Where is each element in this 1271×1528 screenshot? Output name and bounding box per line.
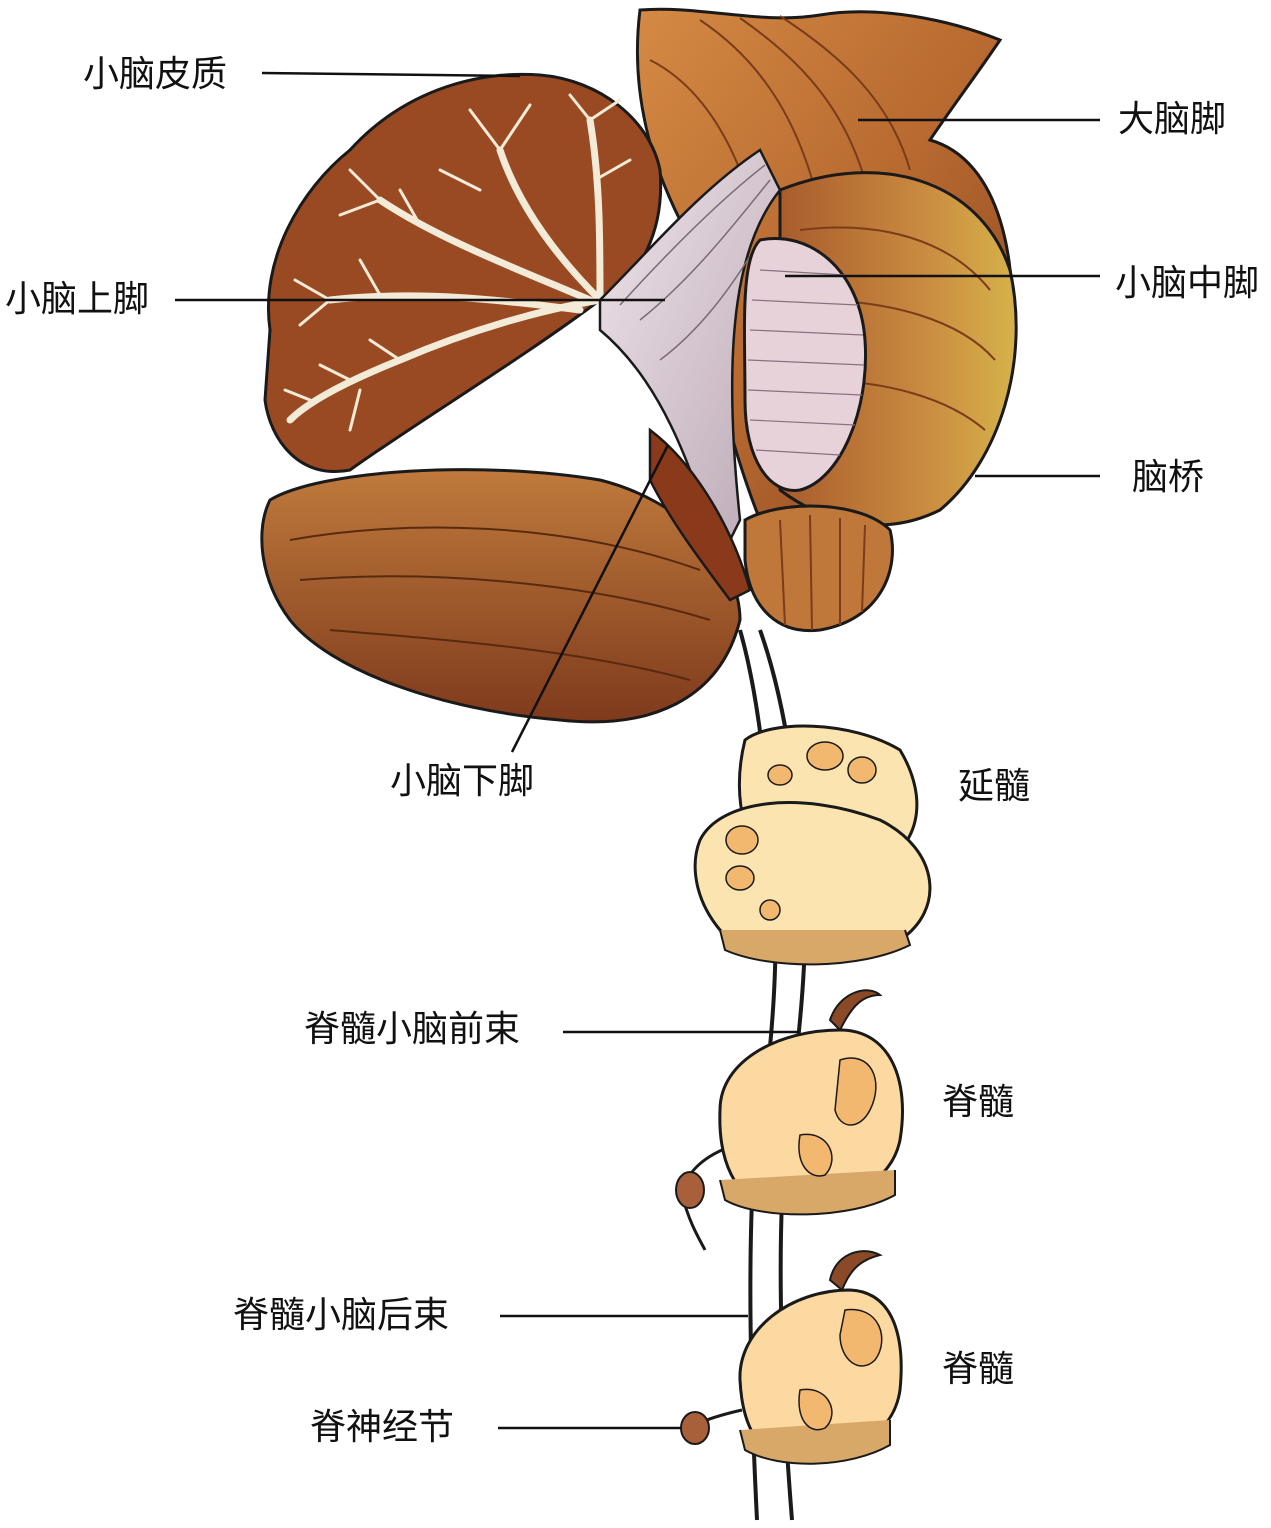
superior-cerebellar-peduncle-fibers <box>598 148 782 564</box>
label-spinal-cord-lower: 脊髓 <box>942 1349 1015 1390</box>
label-cerebellar-cortex: 小脑皮质 <box>83 54 228 95</box>
leader-inferior-peduncle <box>510 444 670 753</box>
label-superior-cerebellar-peduncle: 小脑上脚 <box>5 279 150 320</box>
leader-lines <box>175 71 1100 1430</box>
cerebellar-cortex <box>263 72 663 473</box>
medulla-section <box>693 724 932 966</box>
middle-cerebellar-peduncle <box>742 237 868 492</box>
label-cerebral-peduncle: 大脑脚 <box>1118 99 1227 140</box>
label-spinal-cord-upper: 脊髓 <box>942 1082 1015 1123</box>
label-medulla: 延髓 <box>958 766 1031 807</box>
inferior-cerebellar-peduncle <box>648 427 752 602</box>
label-middle-cerebellar-peduncle: 小脑中脚 <box>1115 263 1260 304</box>
label-pons: 脑桥 <box>1132 457 1205 498</box>
label-anterior-spinocerebellar-tract: 脊髓小脑前束 <box>304 1009 521 1050</box>
label-posterior-spinocerebellar-tract: 脊髓小脑后束 <box>233 1295 450 1336</box>
spinal-cord-section-upper <box>675 989 904 1251</box>
spinal-cord-section-lower <box>680 1250 903 1465</box>
leader-cerebellar-cortex <box>261 71 521 78</box>
label-spinal-ganglion: 脊神经节 <box>310 1407 455 1448</box>
brainstem-bulb <box>743 504 894 633</box>
label-inferior-cerebellar-peduncle: 小脑下脚 <box>390 761 535 802</box>
cerebellar-lower-lobes <box>260 468 742 724</box>
